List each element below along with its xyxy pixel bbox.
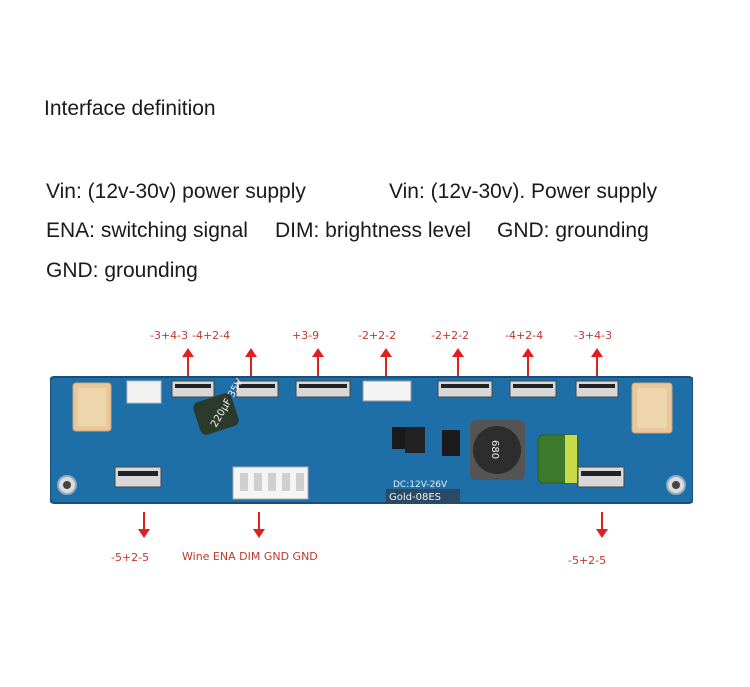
arrow-up-icon (591, 348, 603, 379)
definition-gnd-2: GND: grounding (46, 259, 198, 282)
definition-dim: DIM: brightness level (275, 219, 472, 242)
top-label-5: -2+2-2 (431, 329, 470, 342)
board-model-marking: Gold-08ES (389, 492, 441, 503)
top-label-3: +3-9 (292, 329, 320, 342)
pcb-board-photo: 220μF 35V 680 DC:12V-26V Gold-08ES (50, 376, 693, 504)
top-label-7: -3+4-3 (574, 329, 613, 342)
arrow-down-icon (596, 512, 608, 538)
top-label-6: -4+2-4 (505, 329, 544, 342)
arrow-down-icon (253, 512, 265, 538)
arrow-up-icon (312, 348, 324, 379)
top-label-1: -3+4-3 (150, 329, 189, 342)
top-label-4: -2+2-2 (358, 329, 397, 342)
definition-vin-right: Vin: (12v-30v). Power supply (389, 180, 658, 203)
arrow-up-icon (452, 348, 464, 379)
input-voltage-marking: DC:12V-26V (393, 480, 448, 490)
arrow-up-icon (182, 348, 194, 379)
top-label-2: -4+2-4 (192, 329, 231, 342)
arrow-up-icon (380, 348, 392, 379)
inductor-label: 680 (489, 440, 500, 459)
definition-gnd: GND: grounding (497, 219, 649, 242)
arrow-up-icon (245, 348, 257, 379)
arrow-down-icon (138, 512, 150, 538)
definition-vin-left: Vin: (12v-30v) power supply (46, 180, 306, 203)
bottom-label-left: -5+2-5 (111, 551, 150, 564)
page-heading: Interface definition (44, 97, 216, 120)
arrow-up-icon (522, 348, 534, 379)
definition-ena: ENA: switching signal (46, 219, 248, 242)
bottom-label-right: -5+2-5 (568, 554, 607, 567)
bottom-label-pins: Wine ENA DIM GND GND (182, 550, 318, 563)
